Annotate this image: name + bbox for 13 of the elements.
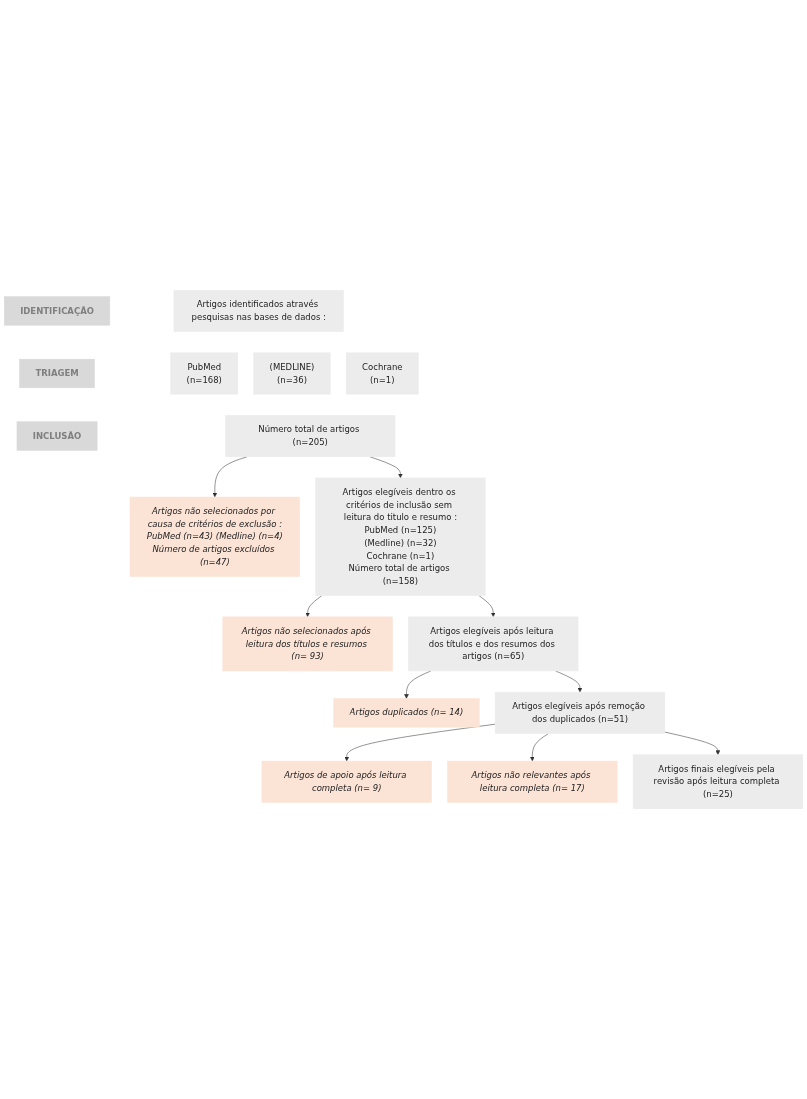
- node-box: Artigos não selecionados por causa de critérios de exclusão : PubMed (n=43) (Medline) (n=4) Número de artigos excluídos (n=47): [129, 496, 300, 577]
- node-box: Número total de artigos (n=205): [225, 415, 396, 457]
- node-box: Artigos duplicados (n= 14): [333, 698, 480, 728]
- node-box: Artigos não selecionados após leitura dos títulos e resumos (n= 93): [222, 616, 393, 672]
- node-box: Artigos elegíveis após remoção dos duplicados (n=51): [494, 691, 666, 734]
- node-box: INCLUSÃO: [16, 421, 98, 451]
- node-box: Artigos elegíveis após leitura dos títulos e dos resumos dos artigos (n=65): [408, 616, 579, 672]
- node-box: Artigos de apoio após leitura completa (n= 9): [261, 760, 432, 803]
- node-box: Artigos não relevantes após leitura completa (n= 17): [447, 760, 618, 803]
- node-box: Artigos finais elegíveis pela revisão após leitura completa (n=25): [632, 754, 803, 810]
- node-box: Artigos elegíveis dentro os critérios de inclusão sem leitura do titulo e resumo : PubMed (n=125) (Medline) (n=32) Cochrane (n=1) Número total de artigos (n=158): [315, 477, 486, 596]
- node-box: TRIAGEM: [19, 358, 95, 389]
- node-box: IDENTIFICAÇÃO: [4, 296, 111, 326]
